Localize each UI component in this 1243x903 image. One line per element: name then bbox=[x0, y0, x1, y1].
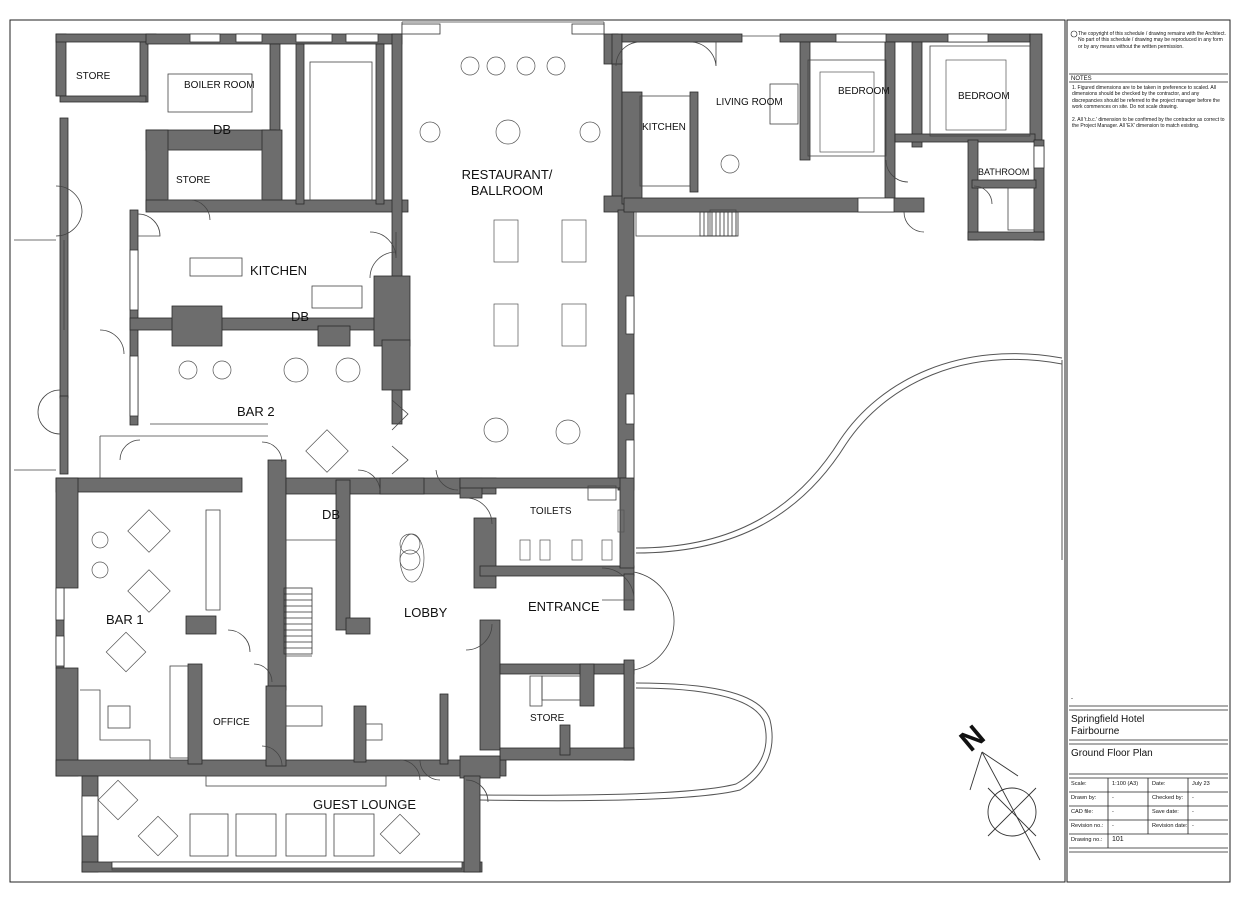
copyright-text: The copyright of this schedule / drawing… bbox=[1078, 31, 1226, 50]
title-block-lines bbox=[1069, 73, 1228, 853]
furniture-square-tables bbox=[97, 59, 1007, 857]
date-value: July 23 bbox=[1192, 781, 1210, 787]
revision-date-label: Revision date: bbox=[1152, 823, 1188, 829]
plan-border bbox=[9, 19, 1066, 883]
cad-file-label: CAD file: bbox=[1071, 809, 1094, 815]
label-db-mid: DB bbox=[291, 309, 310, 324]
walls bbox=[55, 33, 1045, 873]
note-2: 2. All 't.b.c.' dimension to be confirme… bbox=[1072, 117, 1225, 130]
revision-date-value: - bbox=[1192, 823, 1194, 829]
drawing-title: Ground Floor Plan bbox=[1071, 748, 1153, 759]
label-bathroom: BATHROOM bbox=[978, 167, 1030, 177]
checked-by-label: Checked by: bbox=[1152, 795, 1184, 801]
project-name-line2: Fairbourne bbox=[1071, 726, 1120, 737]
label-store-top: STORE bbox=[76, 71, 111, 82]
garden-path bbox=[479, 353, 1063, 802]
notes-heading: NOTES bbox=[1071, 76, 1092, 82]
scale-label: Scale: bbox=[1071, 781, 1087, 787]
drawing-no-value: 101 bbox=[1112, 836, 1124, 843]
label-db-lobby: DB bbox=[322, 507, 341, 522]
label-toilets: TOILETS bbox=[530, 506, 572, 517]
furniture-round-tables bbox=[91, 56, 740, 583]
label-bar-1: BAR 1 bbox=[106, 612, 144, 627]
drawing-no-label: Drawing no.: bbox=[1071, 837, 1103, 843]
stairs bbox=[283, 211, 739, 655]
label-kitchen-small: KITCHEN bbox=[642, 122, 686, 133]
label-boiler-room: BOILER ROOM bbox=[184, 80, 255, 91]
dash-mark: - bbox=[1071, 696, 1073, 702]
label-living-room: LIVING ROOM bbox=[716, 97, 783, 108]
revision-no-value: - bbox=[1112, 823, 1114, 829]
label-entrance: ENTRANCE bbox=[528, 599, 600, 614]
label-restaurant-line1: RESTAURANT/ bbox=[461, 167, 553, 182]
title-block-border bbox=[1066, 19, 1231, 883]
scale-value: 1:100 (A3) bbox=[1112, 781, 1139, 787]
north-arrow bbox=[969, 751, 1041, 861]
drawn-by-label: Drawn by: bbox=[1071, 795, 1097, 801]
revision-no-label: Revision no.: bbox=[1071, 823, 1104, 829]
save-date-label: Save date: bbox=[1152, 809, 1179, 815]
drawn-by-value: - bbox=[1112, 795, 1114, 801]
label-restaurant-line2: BALLROOM bbox=[470, 183, 544, 198]
copyright-icon bbox=[1070, 30, 1078, 38]
checked-by-value: - bbox=[1192, 795, 1194, 801]
label-store-bottom: STORE bbox=[530, 713, 565, 724]
cad-file-value: - bbox=[1112, 809, 1114, 815]
label-lobby: LOBBY bbox=[404, 605, 448, 620]
doors bbox=[37, 35, 993, 803]
label-store-mid: STORE bbox=[176, 175, 211, 186]
label-bedroom-2: BEDROOM bbox=[958, 91, 1010, 102]
label-bar-2: BAR 2 bbox=[237, 404, 275, 419]
project-name-line1: Springfield Hotel bbox=[1071, 714, 1145, 725]
note-1: 1. Figured dimensions are to be taken in… bbox=[1072, 85, 1220, 110]
date-label: Date: bbox=[1152, 781, 1166, 787]
label-kitchen: KITCHEN bbox=[250, 263, 308, 278]
save-date-value: - bbox=[1192, 809, 1194, 815]
label-guest-lounge: GUEST LOUNGE bbox=[313, 797, 417, 812]
label-db-top: DB bbox=[213, 122, 232, 137]
windows bbox=[55, 23, 1045, 869]
label-bedroom-1: BEDROOM bbox=[838, 86, 890, 97]
label-office: OFFICE bbox=[213, 717, 250, 728]
